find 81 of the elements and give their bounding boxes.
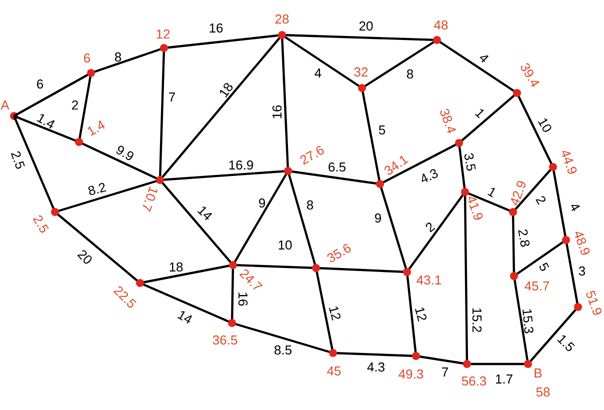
edge-label: 2.5 [10, 151, 25, 169]
edge-label: 7 [442, 368, 448, 376]
vertex-label: 42.9 [510, 181, 526, 206]
vertex-label: 32 [354, 67, 368, 77]
vertex-label: 35.6 [327, 244, 351, 262]
vertex-label: 34.1 [384, 156, 408, 175]
vertex-label: 56.3 [462, 376, 486, 386]
edge-line [512, 166, 554, 213]
edge-label: 9 [375, 213, 381, 223]
vertex-label: 44.9 [562, 150, 577, 174]
edge-label: 2 [536, 196, 546, 205]
vertex-label: B [534, 368, 542, 378]
edge-label: 16 [210, 23, 223, 33]
edge-label: 7 [169, 92, 175, 102]
edge-label: 14 [197, 206, 212, 220]
edge-label: 4 [480, 55, 489, 63]
vertex-label: 48.9 [575, 232, 590, 255]
vertex-label: 10.7 [142, 186, 158, 212]
edge-line [159, 179, 234, 266]
edge-label: 9.9 [116, 146, 134, 160]
edge-label: 20 [77, 250, 92, 264]
vertex-label: 49.3 [398, 369, 424, 379]
edge-label: 8 [306, 200, 314, 210]
edge-line [527, 306, 579, 365]
vertex-label: 58 [536, 387, 550, 397]
edge-label: 6.5 [328, 162, 346, 172]
edge-label: 3.5 [464, 153, 476, 171]
vertex-label: 45.7 [524, 281, 549, 291]
vertex-label: 36.5 [212, 335, 238, 345]
edge-label: 5 [539, 262, 550, 271]
edge-label: 2.8 [518, 229, 530, 247]
vertex-label: 43.1 [416, 275, 442, 285]
edge-label: 16 [272, 105, 282, 118]
edge-label: 4.3 [422, 169, 438, 182]
edge-label: 4.3 [367, 362, 384, 372]
edge-label: 5 [378, 125, 386, 135]
edge-label: 8.5 [274, 345, 292, 355]
vertex-label: 27.6 [300, 146, 324, 165]
vertex-label: 48 [434, 20, 448, 30]
edge-label: 15.3 [522, 309, 534, 334]
edge-label: 16.9 [229, 160, 254, 170]
edge-label: 1.4 [36, 114, 55, 129]
edge-label: 18 [220, 82, 233, 98]
edge-label: 20 [359, 21, 373, 31]
vertex-label: 41.9 [468, 196, 483, 220]
vertex-label: 2.5 [32, 215, 49, 233]
vertex-label: 28 [275, 14, 289, 24]
edge-label: 15.2 [472, 308, 482, 332]
edge-label: 2 [72, 100, 78, 110]
vertex-label: 45 [327, 366, 341, 376]
edge-label: 8.2 [88, 183, 106, 196]
vertex-label: 51.9 [586, 290, 602, 315]
edge-label: 12 [329, 306, 340, 321]
edge-label: 10 [278, 240, 292, 250]
edge-label: 9 [259, 198, 265, 208]
edge-label: 16 [238, 292, 248, 306]
edge-label: 1.5 [557, 335, 575, 352]
vertex-label: 38.4 [440, 108, 456, 134]
edge-label: 6 [37, 79, 44, 89]
vertex-label: 12 [156, 29, 170, 39]
edge-label: 10 [538, 118, 552, 132]
edge-label: 2 [426, 222, 436, 232]
vertex-label: 6 [84, 53, 90, 63]
edge-label: 4 [314, 68, 322, 78]
edge-label: 1.7 [496, 374, 512, 384]
vertex-label: 1.4 [88, 120, 105, 136]
vertex-label: 24.7 [239, 269, 263, 290]
vertex-label: A [0, 100, 10, 110]
vertex-label: 22.5 [113, 286, 136, 308]
edge-line [159, 34, 283, 181]
edge-label: 1 [488, 188, 495, 198]
edge-label: 3 [578, 266, 586, 276]
edge-label: 8 [114, 52, 122, 62]
edge-label: 4 [571, 204, 580, 212]
edge-label: 18 [170, 262, 183, 272]
edge-label: 8 [406, 69, 414, 79]
edge-label: 14 [177, 311, 192, 324]
edge-label: 12 [415, 307, 426, 322]
edge-line [54, 211, 141, 284]
edge-label: 1 [475, 109, 484, 118]
edge-line [458, 92, 518, 144]
